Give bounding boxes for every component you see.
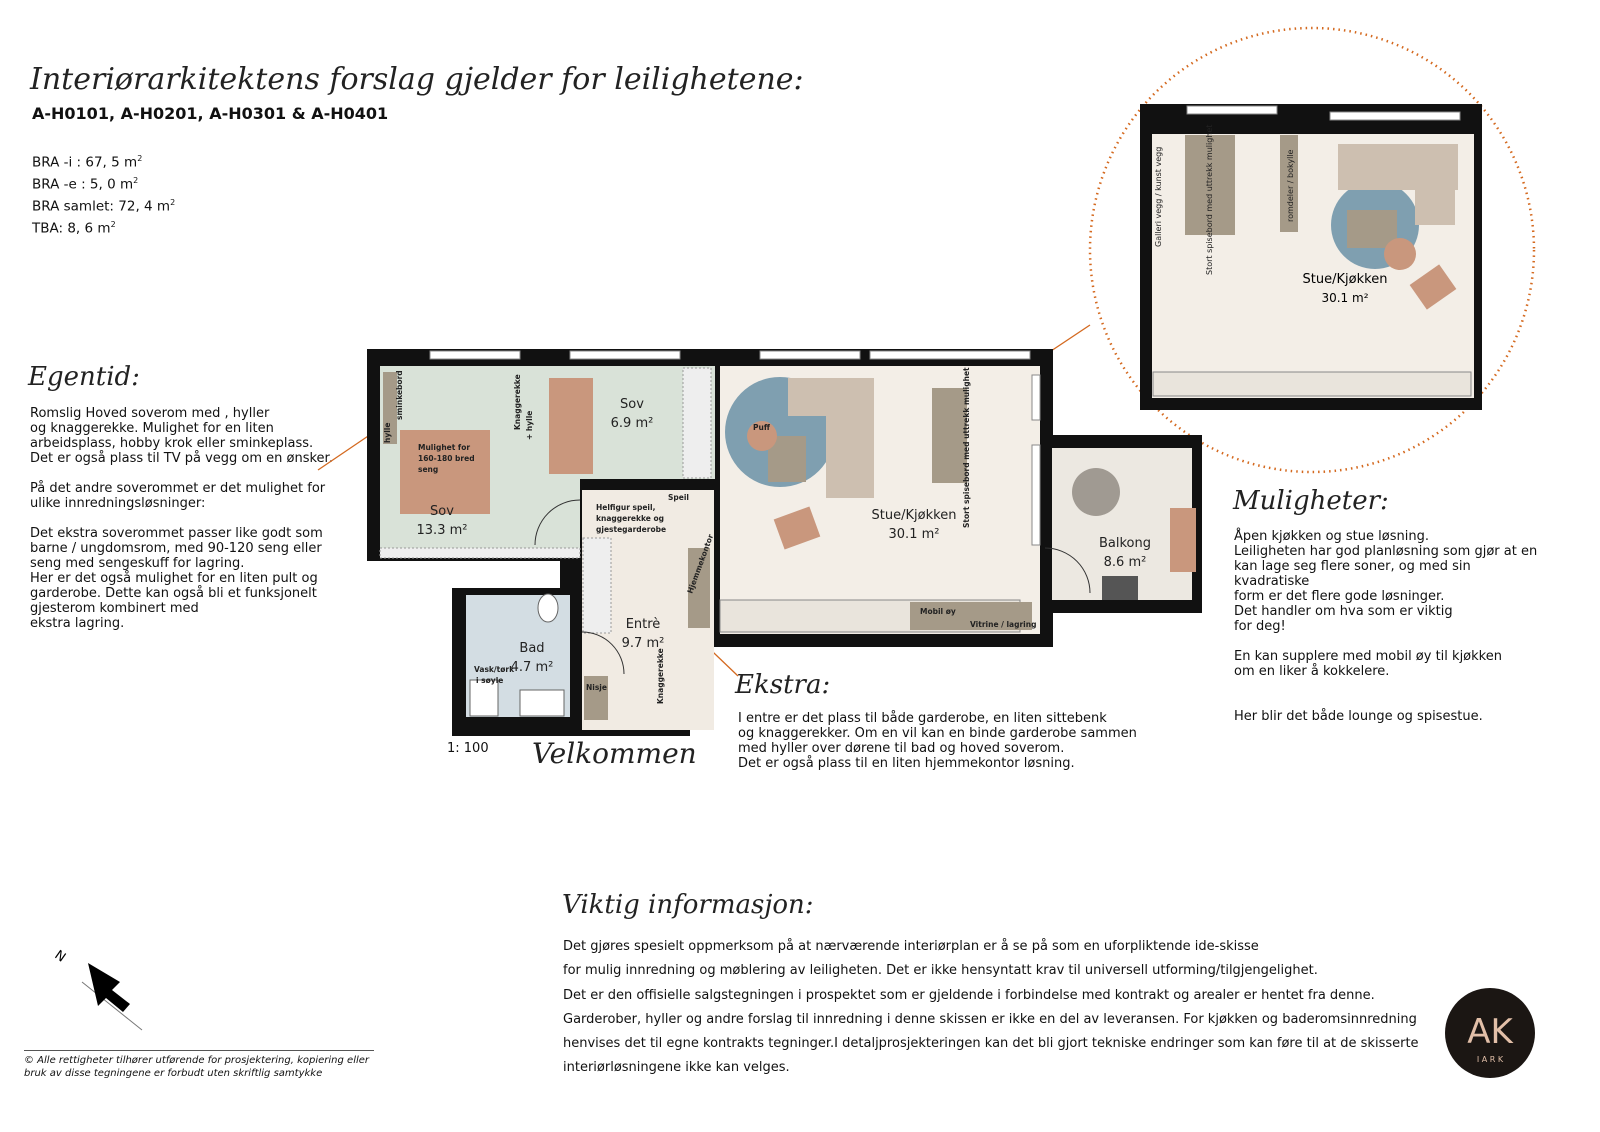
- vask-label: i søyle: [476, 676, 503, 685]
- vitrine: [968, 602, 1032, 630]
- knaggerekke-label: Knaggerekke: [656, 648, 665, 704]
- viktig-text: Det gjøres spesielt oppmerksom på at nær…: [563, 939, 1419, 1076]
- dining-table: [932, 388, 967, 483]
- spisebord-label: Stort spisebord med uttrekk mulighet: [962, 367, 971, 528]
- area-bra-i: BRA -i : 67, 5 m2: [32, 154, 143, 171]
- egentid-heading: Egentid:: [28, 362, 140, 392]
- room-area: 4.7 m²: [511, 660, 554, 675]
- room-name: Sov: [620, 397, 644, 412]
- inset-romdeler-label: romdeler / bokylle: [1286, 149, 1295, 222]
- vask-label: Vask/tørk: [474, 665, 515, 674]
- wardrobe: [682, 367, 712, 479]
- mobil-oy-label: Mobil øy: [920, 607, 956, 616]
- room-name: Entrè: [626, 617, 661, 632]
- muligheter-text: Åpen kjøkken og stue løsning. Leilighete…: [1234, 529, 1538, 724]
- ak-iark-logo: AK I A R K: [1445, 988, 1535, 1078]
- sminkebord-label: sminkebord: [395, 370, 404, 420]
- bed-double: [400, 430, 490, 514]
- puff: [747, 421, 777, 451]
- room-area: 8.6 m²: [1104, 555, 1147, 570]
- area-bra-total: BRA samlet: 72, 4 m2: [32, 198, 176, 215]
- mobile-island: [910, 602, 970, 630]
- ekstra-heading: Ekstra:: [735, 670, 831, 700]
- wardrobe: [379, 547, 581, 559]
- muligheter-heading: Muligheter:: [1233, 486, 1389, 516]
- svg-text:I A R K: I A R K: [1477, 1055, 1504, 1064]
- inset-side-table: [1384, 238, 1416, 270]
- copyright-notice: © Alle rettigheter tilhører utførende fo…: [24, 1050, 374, 1080]
- bed-note: seng: [418, 465, 438, 474]
- bed-note: Mulighet for: [418, 443, 470, 452]
- welcome-label: Velkommen: [532, 737, 697, 770]
- inset-room-area: 30.1 m²: [1321, 291, 1368, 305]
- inset-dining-table: [1185, 135, 1235, 235]
- door-swing: [581, 631, 625, 675]
- helfigur-label: Helfigur speil,: [596, 503, 656, 512]
- ekstra-text: I entre er det plass til både garderobe,…: [738, 711, 1137, 771]
- balcony-lounger: [1170, 508, 1196, 572]
- north-arrow-icon: N: [52, 948, 143, 1031]
- inset-armchair: [1409, 264, 1457, 310]
- wardrobe: [582, 537, 612, 634]
- room-name: Balkong: [1099, 536, 1151, 551]
- helfigur-label: gjestegarderobe: [596, 525, 666, 534]
- north-label: N: [52, 948, 69, 966]
- room-name: Bad: [519, 641, 544, 656]
- egentid-text: Romslig Hoved soverom med , hyller og kn…: [30, 406, 333, 631]
- area-tba: TBA: 8, 6 m2: [32, 220, 116, 237]
- sofa-chaise: [826, 378, 874, 498]
- helfigur-label: knaggerekke og: [596, 514, 664, 523]
- speil-label: Speil: [668, 493, 689, 502]
- bed-single: [549, 378, 593, 474]
- armchair: [773, 506, 821, 550]
- page-title: Interiørarkitektens forslag gjelder for …: [30, 62, 804, 97]
- room-area: 6.9 m²: [611, 416, 654, 431]
- room-area: 9.7 m²: [622, 636, 665, 651]
- room-area: 13.3 m²: [417, 523, 468, 538]
- bed-note: 160-180 bred: [418, 454, 475, 463]
- scale-label: 1: 100: [447, 741, 489, 756]
- grill: [1102, 576, 1138, 600]
- inset-spisebord-label: Stort spisebord med uttrekk mulighet: [1205, 125, 1214, 275]
- inset-circle: [1088, 26, 1536, 474]
- area-bra-e: BRA -e : 5, 0 m2: [32, 176, 139, 193]
- inset-plan: Galleri vegg / kunst vegg Stort spisebor…: [1140, 104, 1482, 410]
- nisje-label: Nisje: [586, 683, 607, 692]
- room-name: Stue/Kjøkken: [872, 508, 957, 523]
- hylle-label: hylle: [383, 423, 392, 443]
- balcony-table: [1072, 468, 1120, 516]
- nisje: [584, 676, 608, 720]
- apartment-codes: A-H0101, A-H0201, A-H0301 & A-H0401: [32, 104, 389, 123]
- room-name: Sov: [430, 504, 454, 519]
- room-area: 30.1 m²: [889, 527, 940, 542]
- vitrine-label: Vitrine / lagring: [970, 620, 1036, 629]
- inset-sofa-chaise: [1415, 180, 1455, 225]
- sink: [519, 689, 565, 717]
- inset-room-name: Stue/Kjøkken: [1303, 272, 1388, 287]
- sminkebord: [383, 372, 397, 444]
- inset-coffee-table: [1347, 210, 1397, 248]
- door-swing: [534, 499, 581, 546]
- home-office-desk: [688, 548, 710, 628]
- inset-romdeler: [1280, 135, 1298, 232]
- puff-label: Puff: [753, 423, 771, 432]
- room-balkong: [1052, 448, 1192, 600]
- hylle-label: + hylle: [525, 411, 534, 440]
- door-swing: [1044, 547, 1091, 594]
- viktig-heading: Viktig informasjon:: [562, 890, 814, 920]
- area-summary: BRA -i : 67, 5 m2 BRA -e : 5, 0 m2 BRA s…: [32, 150, 175, 238]
- washer: [469, 679, 499, 717]
- knaggerekke-label: Knaggerekke: [513, 374, 522, 430]
- svg-text:AK: AK: [1467, 1012, 1514, 1052]
- inset-galleri-label: Galleri vegg / kunst vegg: [1154, 147, 1163, 247]
- toilet: [537, 593, 559, 623]
- inset-kitchen: [1152, 371, 1472, 397]
